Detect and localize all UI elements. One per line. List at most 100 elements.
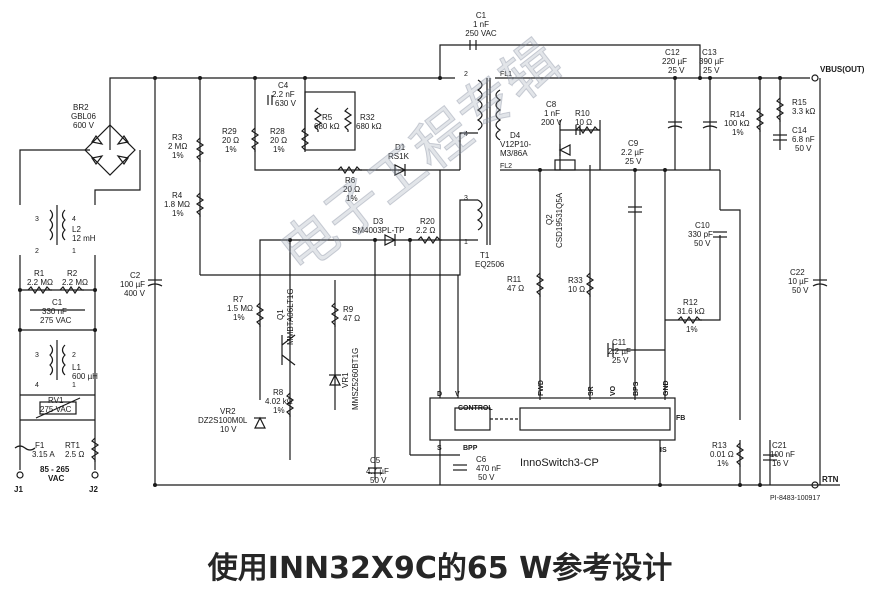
r14-tol: 1% <box>732 128 744 137</box>
rt1-val: 2.5 Ω <box>65 450 84 459</box>
c8-rating: 200 V <box>541 118 563 127</box>
c21-ref: C21 <box>772 441 787 450</box>
br2-rating: 600 V <box>73 121 95 130</box>
c13-ref: C13 <box>702 48 717 57</box>
pin-fwd: FWD <box>538 380 545 396</box>
c14-ref: C14 <box>792 126 807 135</box>
d1-part: RS1K <box>388 152 410 161</box>
r5-ref: R5 <box>322 113 333 122</box>
c5-rating: 50 V <box>370 476 387 485</box>
c8-val: 1 nF <box>544 109 560 118</box>
c2-rating: 400 V <box>124 289 146 298</box>
c4-rating: 630 V <box>275 99 297 108</box>
q1-part: MMBTA06LT1G <box>286 288 295 345</box>
r3-tol: 1% <box>172 151 184 160</box>
r29-val: 20 Ω <box>222 136 239 145</box>
f1-ref: F1 <box>35 441 45 450</box>
t1-ref: T1 <box>480 251 490 260</box>
j2-label: J2 <box>89 485 98 494</box>
vr2-rating: 10 V <box>220 425 237 434</box>
t1-pin2-label: 2 <box>464 71 468 78</box>
pin-bpp: BPP <box>463 445 478 452</box>
d1-ref: D1 <box>395 143 406 152</box>
q1-ref: Q1 <box>276 309 285 320</box>
r12-val: 31.6 kΩ <box>677 307 705 316</box>
l2-val: 12 mH <box>72 234 96 243</box>
c9-rating: 25 V <box>625 157 642 166</box>
r1-val: 2.2 MΩ <box>27 278 53 287</box>
c22-rating: 50 V <box>792 286 809 295</box>
r20-val: 2.2 Ω <box>416 226 435 235</box>
r13-tol: 1% <box>717 459 729 468</box>
r9-ref: R9 <box>343 305 354 314</box>
vr1-part: MMSZ5260BT1G <box>351 348 360 410</box>
pin-fb: FB <box>676 415 685 422</box>
r7-val: 1.5 MΩ <box>227 304 253 313</box>
inductor-symbols <box>49 205 66 380</box>
vr2-ref: VR2 <box>220 407 236 416</box>
r4-ref: R4 <box>172 191 183 200</box>
t1-pin1-label: 1 <box>464 239 468 246</box>
c13-rating: 25 V <box>703 66 720 75</box>
c12-ref: C12 <box>665 48 680 57</box>
r32-val: 680 kΩ <box>356 122 382 131</box>
bridge-rectifier-symbol <box>84 124 136 176</box>
c5-ref: C5 <box>370 456 381 465</box>
c21-val: 100 nF <box>770 450 795 459</box>
l2-pin1: 1 <box>72 248 76 255</box>
c21-rating: 16 V <box>772 459 789 468</box>
c2-ref: C2 <box>130 271 141 280</box>
r13-val: 0.01 Ω <box>710 450 734 459</box>
c1in-ref: C1 <box>52 298 63 307</box>
terminals <box>16 74 819 489</box>
c22-val: 10 µF <box>788 277 809 286</box>
l2-pin3: 3 <box>35 216 39 223</box>
c8-ref: C8 <box>546 100 557 109</box>
d4-ref: D4 <box>510 131 521 140</box>
r15-val: 3.3 kΩ <box>792 107 815 116</box>
vr1-ref: VR1 <box>341 372 350 388</box>
l1-ref: L1 <box>72 363 81 372</box>
pin-is: IS <box>660 447 667 454</box>
c6-ref: C6 <box>476 455 487 464</box>
t1-pin3-label: 3 <box>464 195 468 202</box>
f1-val: 3.15 A <box>32 450 55 459</box>
r7-ref: R7 <box>233 295 244 304</box>
r2-ref: R2 <box>67 269 78 278</box>
figure-caption: 使用INN32X9C的65 W参考设计 <box>207 551 673 586</box>
c4-ref: C4 <box>278 81 289 90</box>
c5-val: 4.7 µF <box>366 467 389 476</box>
c6-rating: 50 V <box>478 473 495 482</box>
r4-val: 1.8 MΩ <box>164 200 190 209</box>
l1-pin4: 4 <box>35 382 39 389</box>
c9-ref: C9 <box>628 139 639 148</box>
t1-fl1-label: FL1 <box>500 71 512 78</box>
c22-ref: C22 <box>790 268 805 277</box>
protection-symbols <box>14 397 99 463</box>
rv1-ref: RV1 <box>48 396 64 405</box>
r33-val: 10 Ω <box>568 285 585 294</box>
pin-v: V <box>455 391 460 398</box>
d3-part: SM4003PL-TP <box>352 226 404 235</box>
l2-pin4: 4 <box>72 216 76 223</box>
r3-val: 2 MΩ <box>168 142 187 151</box>
br2-part: GBL06 <box>71 112 96 121</box>
c10-val: 330 pF <box>688 230 713 239</box>
pin-s: S <box>437 445 442 452</box>
r2-val: 2.2 MΩ <box>62 278 88 287</box>
r3-ref: R3 <box>172 133 183 142</box>
br2-ref: BR2 <box>73 103 89 112</box>
pin-gnd: GND <box>663 380 670 396</box>
r29-ref: R29 <box>222 127 237 136</box>
t1-fl2-label: FL2 <box>500 163 512 170</box>
c9-val: 2.2 µF <box>621 148 644 157</box>
r28-tol: 1% <box>273 145 285 154</box>
ic-label: InnoSwitch3-CP <box>520 457 599 469</box>
r28-val: 20 Ω <box>270 136 287 145</box>
c2-val: 100 µF <box>120 280 145 289</box>
l2-ref: L2 <box>72 225 81 234</box>
r6-ref: R6 <box>345 176 356 185</box>
l1-pin1: 1 <box>72 382 76 389</box>
r6-val: 20 Ω <box>343 185 360 194</box>
l1-pin3: 3 <box>35 352 39 359</box>
